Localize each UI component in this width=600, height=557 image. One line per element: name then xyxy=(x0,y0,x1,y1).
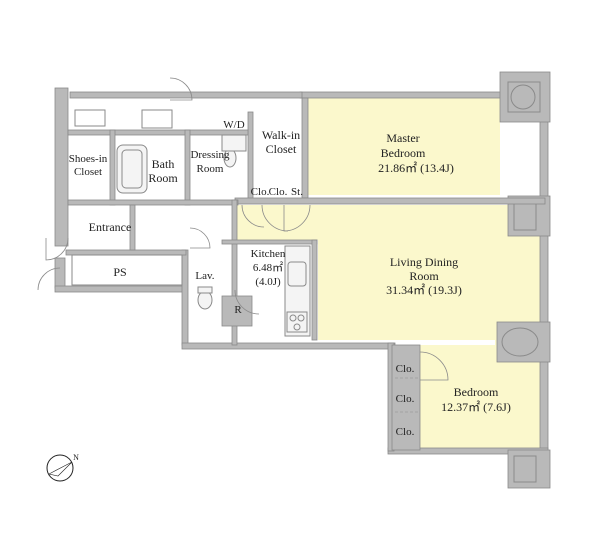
bedroom-area: 12.37㎡ (7.6J) xyxy=(441,400,511,414)
master-bedroom-area: 21.86㎡ (13.4J) xyxy=(378,161,454,175)
bedroom-fill xyxy=(420,345,540,450)
master-bedroom-label-2: Bedroom xyxy=(381,146,426,160)
stove-icon xyxy=(286,311,308,333)
living-dining-area: 31.34㎡ (19.3J) xyxy=(386,283,462,297)
master-bedroom-label: Master xyxy=(386,131,419,145)
living-dining-label: Living Dining xyxy=(390,255,458,269)
bedroom-closet-1-label: Clo. xyxy=(396,363,415,375)
lavatory-label: Lav. xyxy=(195,270,214,282)
kitchen-tatami: (4.0J) xyxy=(255,276,281,288)
compass-label: N xyxy=(73,453,79,462)
shoes-in-closet-label-2: Closet xyxy=(74,166,102,178)
doors xyxy=(37,77,449,413)
walk-in-closet-label-2: Closet xyxy=(266,142,297,156)
dressing-room-label-2: Room xyxy=(197,163,224,175)
bedroom-closet-2-label: Clo. xyxy=(396,393,415,405)
master-bedroom-fill xyxy=(307,98,500,195)
bath-room-label: Bath xyxy=(152,157,175,171)
dressing-room-label: Dressing xyxy=(190,149,230,161)
bedroom-label: Bedroom xyxy=(454,385,499,399)
wd-label: W/D xyxy=(223,119,244,131)
shoes-in-closet-label: Shoes-in xyxy=(69,153,108,165)
exterior-walls xyxy=(54,87,549,455)
storage-label: St. xyxy=(291,186,303,198)
sink-icon xyxy=(287,261,307,287)
interior-walls xyxy=(65,97,546,451)
bedroom-closet-3-label: Clo. xyxy=(396,426,415,438)
bathtub xyxy=(116,144,148,194)
kitchen-label: Kitchen xyxy=(251,248,286,260)
bath-room-label-2: Room xyxy=(148,171,178,185)
walk-in-closet-label: Walk-in xyxy=(262,128,300,142)
fixtures xyxy=(71,109,311,337)
ps-label: PS xyxy=(113,265,126,279)
closet-a-label: Clo. xyxy=(251,186,270,198)
living-dining-fill xyxy=(235,205,540,345)
kitchen-area: 6.48㎡ xyxy=(253,261,283,274)
entrance-label: Entrance xyxy=(89,220,132,234)
toilet-icon xyxy=(197,290,213,310)
closet-b-label: Clo. xyxy=(269,186,288,198)
refrigerator-label: R xyxy=(234,304,242,316)
washer-dryer xyxy=(221,134,247,152)
living-dining-label-2: Room xyxy=(409,269,439,283)
compass-icon xyxy=(46,454,74,482)
